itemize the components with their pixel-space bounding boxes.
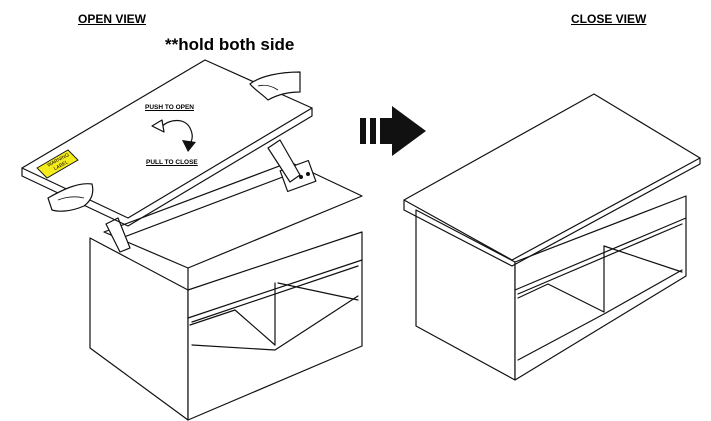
close-bottom-shelf <box>517 269 683 361</box>
transition-arrow-icon <box>360 106 426 156</box>
open-cavity-back-edge <box>115 171 297 241</box>
open-left-side-panel <box>89 237 189 421</box>
close-view-table <box>403 93 701 381</box>
open-left-cubby <box>189 309 276 346</box>
close-shelf-line <box>514 217 687 291</box>
open-view-title: OPEN VIEW <box>78 12 147 26</box>
rotate-arrow-icon <box>151 119 196 152</box>
close-right-cubby <box>603 245 683 273</box>
open-right-cubby <box>277 282 359 301</box>
open-tabletop-edge <box>21 107 313 227</box>
close-tabletop-edge <box>403 157 701 267</box>
close-left-cubby <box>517 283 605 313</box>
open-bottom-shelf <box>191 295 359 351</box>
close-view-title: CLOSE VIEW <box>571 12 647 26</box>
close-inner-shelf <box>517 223 683 295</box>
right-hand-icon <box>249 71 301 101</box>
pull-to-close-label: PULL TO CLOSE <box>146 159 198 166</box>
close-front-face <box>514 195 687 381</box>
lift-hinge-right <box>267 139 317 193</box>
warning-label <box>36 149 79 179</box>
push-to-open-label: PUSH TO OPEN <box>145 104 195 111</box>
open-view-table <box>21 59 363 421</box>
hold-both-side-note: **hold both side <box>165 35 295 54</box>
left-hand-icon <box>47 183 94 212</box>
